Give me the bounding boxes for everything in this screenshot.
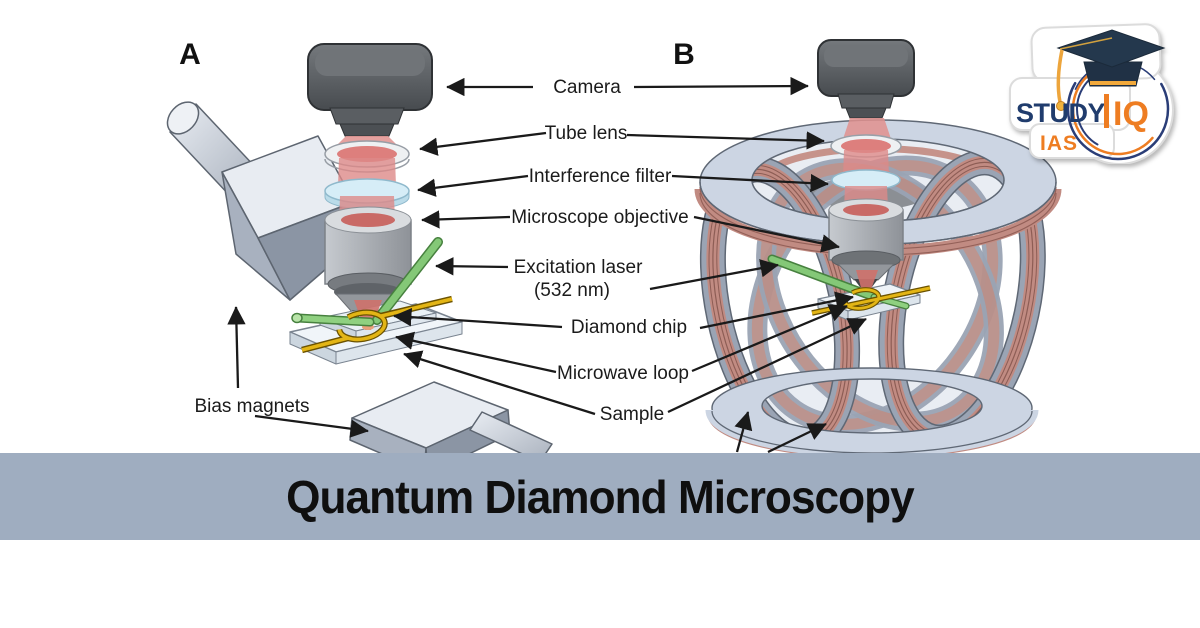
- arrow-laser-left: [435, 257, 509, 276]
- arrow-bias-diag: [254, 414, 369, 438]
- arrow-diamond-left: [393, 307, 563, 329]
- arrow-camera-right: [633, 76, 809, 96]
- arrow-objective-left: [421, 210, 511, 229]
- graduation-cap-icon: [1056, 29, 1166, 111]
- logo-text-iq: IQ: [1113, 95, 1149, 133]
- arrow-diamond-right: [699, 291, 854, 330]
- label-bias-magnets: Bias magnets: [194, 396, 309, 417]
- title-banner: Quantum Diamond Microscopy: [0, 453, 1200, 540]
- excitation-laser-a: [291, 237, 443, 327]
- panel-b-letter: B: [673, 38, 695, 71]
- arrow-loop-left: [395, 331, 557, 374]
- arrow-laser-right: [649, 259, 779, 291]
- arrow-objective-right: [693, 215, 840, 253]
- arrow-sample-right: [667, 317, 867, 414]
- arrow-filter-right: [671, 173, 829, 193]
- label-excitation-laser: Excitation laser: [514, 257, 644, 278]
- panel-a: [166, 43, 553, 453]
- label-tube-lens: Tube lens: [545, 123, 628, 144]
- arrow-loop-right: [691, 304, 848, 373]
- label-microwave-loop: Microwave loop: [557, 363, 689, 384]
- bias-magnet-bottom: [349, 381, 553, 453]
- page-title: Quantum Diamond Microscopy: [286, 470, 915, 523]
- panel-a-letter: A: [179, 38, 201, 71]
- label-sample: Sample: [600, 404, 664, 425]
- microwave-loop-a: [301, 295, 453, 354]
- logo-text-study: STUDY: [1016, 98, 1105, 128]
- logo-text-ias: IAS: [1040, 132, 1078, 155]
- camera-b: [817, 39, 915, 119]
- camera-a: [307, 43, 433, 137]
- label-excitation-laser-wavelength: (532 nm): [534, 280, 610, 301]
- focused-beam-b: [856, 270, 878, 298]
- label-interference-filter: Interference filter: [529, 166, 672, 187]
- callout-arrows: [227, 76, 867, 453]
- label-camera: Camera: [553, 77, 621, 98]
- label-microscope-objective: Microscope objective: [511, 207, 688, 228]
- arrow-coil-2: [767, 422, 827, 453]
- arrow-tube-lens-right: [626, 131, 825, 150]
- label-diamond-chip: Diamond chip: [571, 317, 687, 338]
- studyiq-logo: STUDY IQ IAS: [1009, 23, 1174, 164]
- logo-divider: [1104, 94, 1109, 128]
- arrow-tube-lens-left: [419, 131, 547, 156]
- arrow-sample-left: [403, 350, 596, 416]
- arrow-filter-left: [417, 174, 529, 197]
- arrow-bias-up: [227, 306, 246, 389]
- quantum-diamond-microscope-diagram: A B Camera Tube lens Interference filter…: [166, 38, 1062, 453]
- arrow-coil-1: [734, 411, 753, 453]
